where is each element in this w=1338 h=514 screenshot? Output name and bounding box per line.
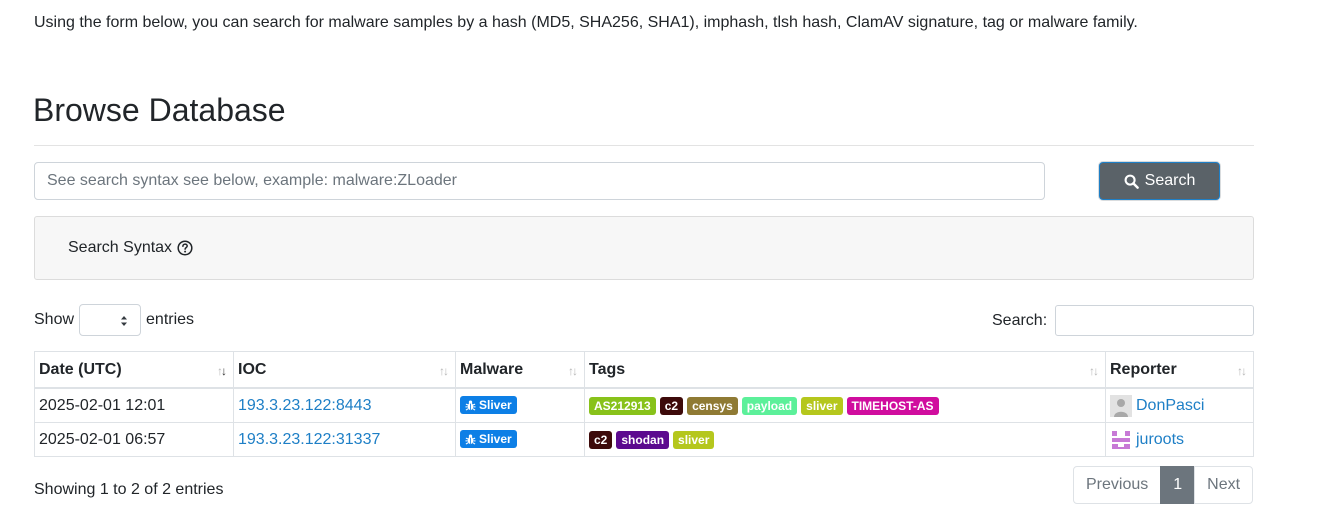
default-user-avatar xyxy=(1110,394,1132,417)
search-syntax-label: Search Syntax xyxy=(68,239,173,256)
column-header-date[interactable]: Date (UTC) ↑↓ xyxy=(34,351,234,389)
search-input[interactable] xyxy=(34,162,1045,200)
sort-icon: ↑↓ xyxy=(1089,364,1099,378)
reporter-cell: juroots xyxy=(1105,422,1254,457)
column-header-reporter[interactable]: Reporter ↑↓ xyxy=(1105,351,1254,389)
column-header-ioc[interactable]: IOC ↑↓ xyxy=(233,351,456,389)
bug-icon xyxy=(465,400,476,411)
reporter-link[interactable]: DonPasci xyxy=(1136,396,1205,414)
tag-badge[interactable]: sliver xyxy=(673,430,715,449)
malware-cell: Sliver xyxy=(455,422,585,457)
tags-cell: c2 shodan sliver xyxy=(584,422,1106,457)
malware-badge[interactable]: Sliver xyxy=(460,396,517,415)
tag-badge[interactable]: payload xyxy=(741,396,798,415)
previous-page-button[interactable]: Previous xyxy=(1073,466,1162,504)
column-header-malware[interactable]: Malware ↑↓ xyxy=(455,351,585,389)
sort-desc-icon: ↑↓ xyxy=(217,364,227,378)
filter-label: Search: xyxy=(992,311,1048,329)
page-1-button[interactable]: 1 xyxy=(1160,466,1196,504)
entries-length-select[interactable] xyxy=(79,304,142,336)
tag-badge[interactable]: censys xyxy=(687,396,738,415)
table-summary: Showing 1 to 2 of 2 entries xyxy=(34,481,224,498)
divider xyxy=(34,145,1254,146)
malware-badge[interactable]: Sliver xyxy=(460,430,517,449)
date-cell: 2025-02-01 12:01 xyxy=(34,387,234,423)
ioc-link[interactable]: 193.3.23.122:8443 xyxy=(238,396,372,414)
tag-badge[interactable]: sliver xyxy=(801,396,843,415)
tag-badge[interactable]: shodan xyxy=(616,430,670,449)
show-label: Show xyxy=(34,311,75,328)
search-syntax-toggle[interactable]: Search Syntax xyxy=(68,239,193,257)
sort-icon: ↑↓ xyxy=(1237,364,1247,378)
table-row: 2025-02-01 06:57 193.3.23.122:31337 Sliv… xyxy=(34,422,1254,457)
reporter-cell: DonPasci xyxy=(1105,387,1254,423)
table-filter: Search: xyxy=(992,305,1255,336)
table-filter-input[interactable] xyxy=(1055,305,1255,336)
reporter-link[interactable]: juroots xyxy=(1136,430,1185,448)
tags-cell: AS212913 c2 censys payload sliver TIMEHO… xyxy=(584,387,1106,423)
pixel-identicon-avatar xyxy=(1110,428,1132,451)
tag-badge[interactable]: c2 xyxy=(589,430,613,449)
entries-length-control: Show entries xyxy=(34,304,194,336)
column-header-tags[interactable]: Tags ↑↓ xyxy=(584,351,1106,389)
results-table: Date (UTC) ↑↓ IOC ↑↓ Malware ↑↓ Tags ↑↓ … xyxy=(34,351,1254,457)
sort-icon: ↑↓ xyxy=(568,364,578,378)
tag-badge[interactable]: AS212913 xyxy=(589,396,656,415)
select-caret-icon xyxy=(121,316,128,326)
sort-icon: ↑↓ xyxy=(439,364,449,378)
intro-text: Using the form below, you can search for… xyxy=(34,14,1138,31)
table-row: 2025-02-01 12:01 193.3.23.122:8443 Slive… xyxy=(34,387,1254,423)
next-page-button[interactable]: Next xyxy=(1194,466,1254,504)
bug-icon xyxy=(465,434,476,445)
ioc-cell: 193.3.23.122:8443 xyxy=(233,387,456,423)
search-button[interactable]: Search xyxy=(1099,162,1220,200)
search-button-label: Search xyxy=(1144,172,1196,189)
search-syntax-panel: Search Syntax xyxy=(34,216,1254,280)
ioc-link[interactable]: 193.3.23.122:31337 xyxy=(238,430,381,448)
page-title: Browse Database xyxy=(33,92,286,128)
pagination: Previous 1 Next xyxy=(1073,466,1254,504)
tag-badge[interactable]: c2 xyxy=(659,396,684,415)
question-circle-icon xyxy=(177,240,193,256)
ioc-cell: 193.3.23.122:31337 xyxy=(233,422,456,457)
date-cell: 2025-02-01 06:57 xyxy=(34,422,234,457)
search-icon xyxy=(1124,174,1139,189)
tag-badge[interactable]: TIMEHOST-AS xyxy=(846,396,939,415)
malware-cell: Sliver xyxy=(455,387,585,423)
entries-label: entries xyxy=(146,311,195,328)
